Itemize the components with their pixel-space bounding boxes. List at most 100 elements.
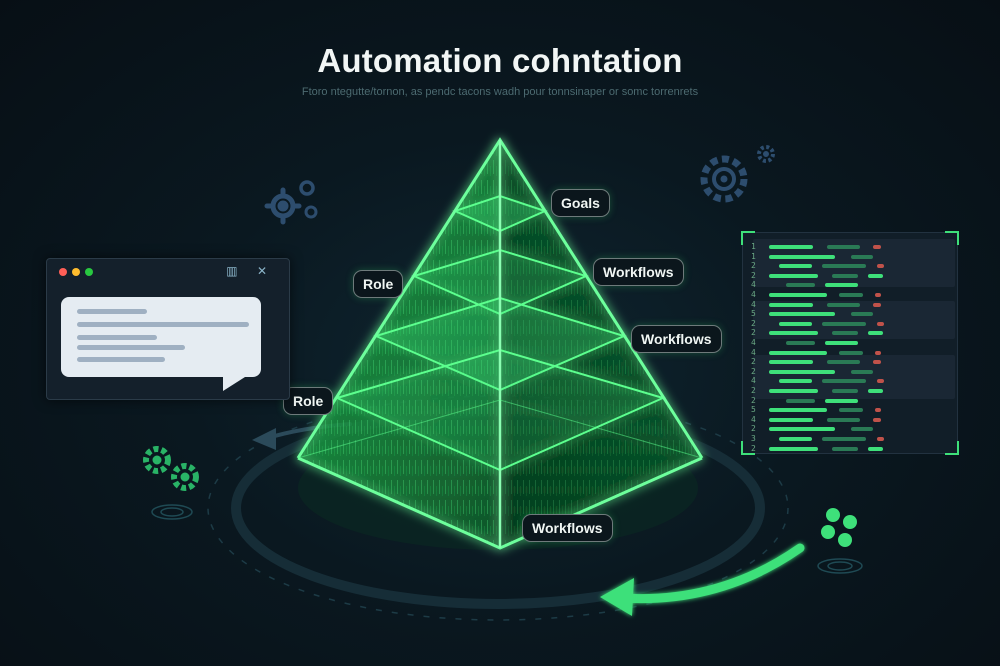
code-line: 4 (743, 375, 953, 387)
code-token (831, 389, 859, 393)
code-token (831, 446, 859, 451)
code-token (824, 341, 858, 345)
layer-label-workflows: Workflows (631, 325, 722, 353)
code-line: 4 (743, 337, 953, 349)
code-token (872, 417, 882, 422)
code-token (769, 254, 836, 259)
corner-bracket (945, 231, 959, 245)
window-controls[interactable]: ▥ ✕ (226, 264, 275, 278)
code-token (822, 437, 867, 441)
line-number: 2 (751, 318, 756, 328)
line-number: 2 (751, 395, 756, 405)
code-token (877, 379, 884, 384)
code-token (769, 302, 814, 307)
code-token (769, 331, 818, 336)
code-line: 2 (743, 443, 953, 455)
side-label-role: Role (283, 387, 334, 415)
code-token (769, 350, 827, 355)
code-line: 2 (743, 327, 953, 339)
code-line: 2 (743, 395, 953, 407)
code-token (827, 302, 860, 307)
layer-label-goals: Goals (551, 189, 610, 217)
code-line: 2 (743, 423, 953, 435)
code-token (877, 321, 884, 326)
code-token (827, 245, 860, 249)
code-token (769, 369, 836, 374)
code-token (851, 312, 873, 317)
code-token (824, 283, 858, 288)
code-token (769, 312, 836, 317)
code-token (867, 389, 884, 393)
line-number: 2 (751, 357, 756, 367)
code-line: 4 (743, 299, 953, 311)
code-token (877, 437, 884, 441)
code-token (769, 293, 827, 297)
code-token (786, 283, 815, 288)
line-number: 2 (751, 366, 756, 376)
page-title: Automation cohntation (317, 42, 683, 79)
code-line: 2 (743, 356, 953, 368)
code-token (831, 331, 859, 336)
corner-bracket (741, 231, 755, 245)
code-token (769, 408, 827, 413)
corner-bracket (945, 441, 959, 455)
code-token (786, 341, 815, 345)
code-line: 3 (743, 433, 953, 445)
code-token (827, 360, 860, 365)
line-number: 2 (751, 386, 756, 395)
code-line: 2 (743, 260, 953, 272)
code-token (839, 350, 864, 355)
code-token (839, 408, 864, 413)
line-number: 4 (751, 290, 756, 299)
line-number: 1 (751, 251, 756, 261)
code-token (786, 398, 815, 403)
line-number: 4 (751, 414, 756, 424)
gear-icon (270, 180, 318, 219)
code-line: 4 (743, 347, 953, 359)
code-token (769, 446, 818, 451)
code-token (822, 264, 867, 269)
corner-bracket (741, 441, 755, 455)
text-placeholder-line (77, 309, 147, 314)
code-token (769, 427, 836, 432)
code-token (872, 302, 882, 307)
code-line: 1 (743, 241, 953, 253)
page-subtitle: Ftoro ntegutte/tornon, as pendc tacons w… (301, 86, 699, 98)
code-token (779, 321, 812, 326)
close-dot-icon[interactable] (59, 268, 67, 276)
maximize-dot-icon[interactable] (85, 268, 93, 276)
side-label-role: Role (353, 270, 404, 298)
code-token (827, 417, 860, 422)
code-token (769, 245, 814, 249)
code-token (824, 398, 858, 403)
code-token (851, 369, 873, 374)
code-line: 2 (743, 385, 953, 397)
line-number: 1 (751, 242, 756, 251)
line-number: 5 (751, 309, 756, 319)
code-line: 2 (743, 318, 953, 330)
line-number: 2 (751, 443, 756, 453)
layer-label-workflows: Workflows (593, 258, 684, 286)
line-number: 3 (751, 434, 756, 443)
code-line: 5 (743, 308, 953, 320)
code-token (779, 264, 812, 269)
code-token (831, 273, 859, 278)
code-token (872, 245, 882, 249)
line-number: 4 (751, 338, 756, 347)
minimize-dot-icon[interactable] (72, 268, 80, 276)
code-token (872, 360, 882, 365)
code-token (851, 254, 873, 259)
code-token (877, 264, 884, 269)
code-token (875, 293, 881, 297)
window-traffic-lights (59, 268, 93, 276)
code-token (769, 273, 818, 278)
code-token (867, 446, 884, 451)
code-line: 4 (743, 414, 953, 426)
line-number: 4 (751, 347, 756, 357)
line-number: 4 (751, 299, 756, 309)
code-line: 4 (743, 279, 953, 291)
node-cluster-icon (817, 508, 863, 574)
code-token (822, 321, 867, 326)
line-number: 4 (751, 280, 756, 290)
